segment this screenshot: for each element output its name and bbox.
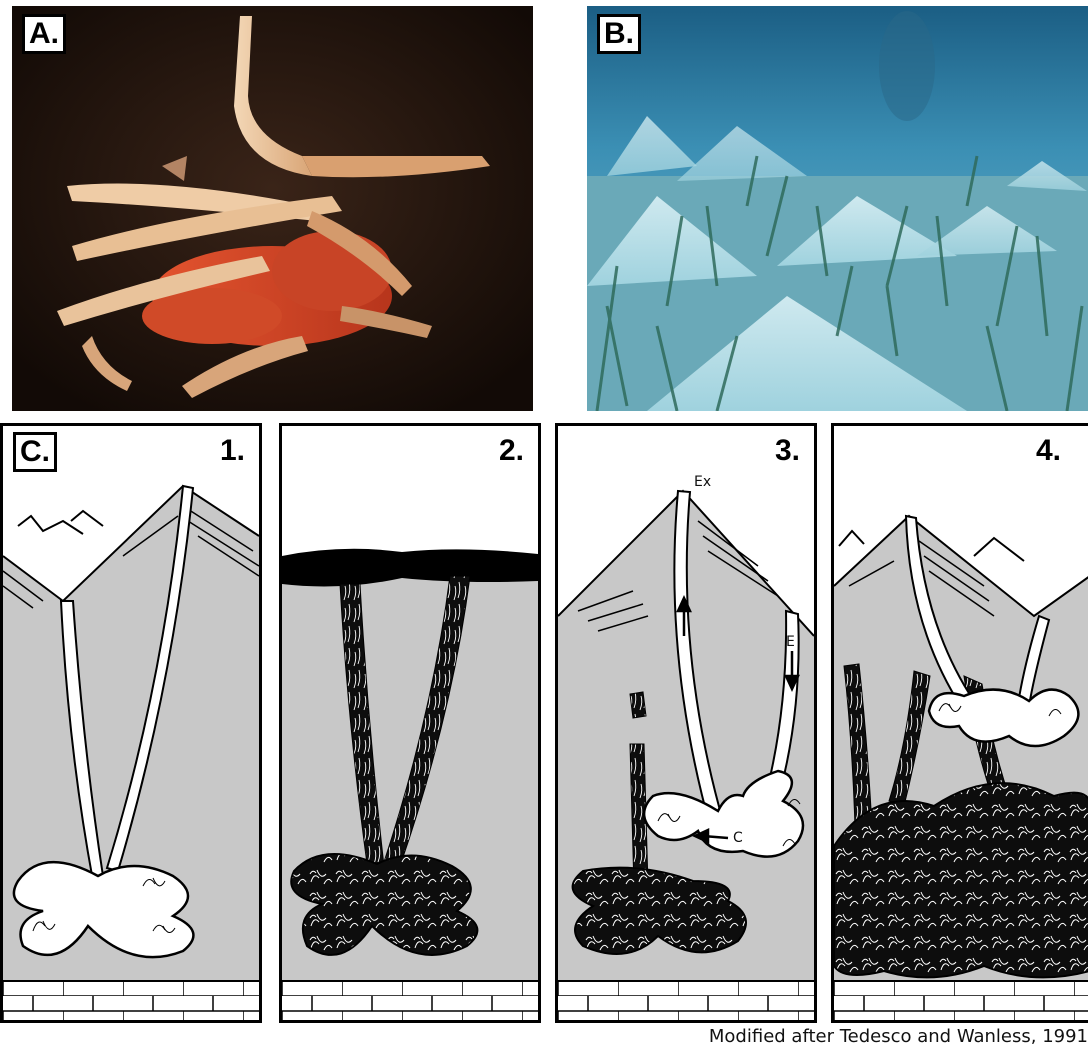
burrow-cast-illustration (12, 6, 533, 411)
step-2-panel: 2. (279, 423, 541, 1023)
exit-label: Ex (694, 474, 711, 490)
seafloor-illustration (587, 6, 1088, 411)
step-4-panel: 4. (831, 423, 1088, 1023)
step-4-diagram (834, 426, 1088, 1020)
entry-label: E (786, 634, 795, 650)
panel-c-label: C. (13, 432, 57, 472)
step-2-number: 2. (499, 434, 524, 468)
step-3-panel: Ex E C 3. (555, 423, 817, 1023)
photo-a-burrow-cast: A. (12, 6, 533, 411)
photo-a-label: A. (22, 14, 66, 54)
chamber-label: C (733, 830, 743, 846)
step-4-number: 4. (1036, 434, 1061, 468)
step-1-panel: C. 1. (0, 423, 262, 1023)
step-2-diagram (282, 426, 538, 1020)
photo-b-seafloor-mounds: B. (587, 6, 1088, 411)
photo-b-label: B. (597, 14, 641, 54)
step-3-number: 3. (775, 434, 800, 468)
panel-c-burrow-sequence: C. 1. 2. (0, 423, 1088, 1025)
source-credit: Modified after Tedesco and Wanless, 1991 (709, 1026, 1088, 1047)
step-3-diagram: Ex E C (558, 426, 814, 1020)
step-1-diagram (3, 426, 259, 1020)
step-1-number: 1. (220, 434, 245, 468)
